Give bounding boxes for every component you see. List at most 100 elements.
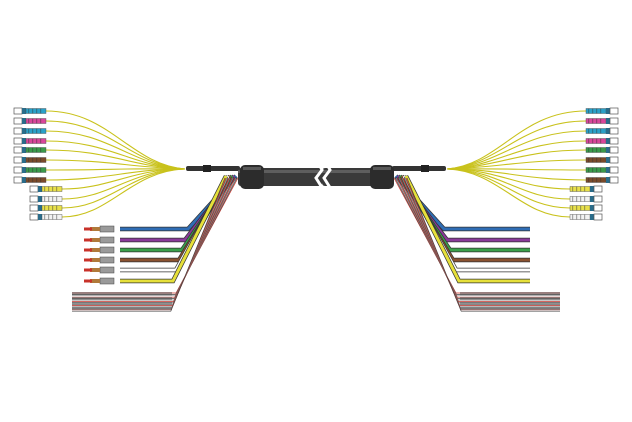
connector-latch xyxy=(593,213,603,221)
boot-rib xyxy=(588,128,590,134)
boot-rib xyxy=(576,196,578,202)
boot-rib xyxy=(576,214,578,220)
left-fiber-furcation xyxy=(203,165,211,172)
terminal-body xyxy=(99,256,115,264)
yellow-lead xyxy=(120,175,228,283)
boot-rib xyxy=(600,177,602,183)
connector-boot xyxy=(41,186,63,192)
boot-rib xyxy=(592,157,594,163)
length-break-mark xyxy=(322,161,332,193)
boot-rib xyxy=(600,167,602,173)
connector-latch xyxy=(13,117,23,125)
left-breakout-boot xyxy=(240,165,264,189)
thin-wire xyxy=(72,177,229,308)
terminal-body xyxy=(99,225,115,233)
left-fiber-subjacket xyxy=(186,166,240,171)
connector-latch xyxy=(593,204,603,212)
connector-body xyxy=(22,147,26,153)
connector-body xyxy=(22,118,26,124)
boot-rib xyxy=(592,177,594,183)
boot-rib xyxy=(596,157,598,163)
boot-rib xyxy=(40,108,42,114)
connector-latch xyxy=(13,137,23,145)
boot-rib xyxy=(600,138,602,144)
boot-highlight xyxy=(243,167,261,170)
boot-rib xyxy=(572,186,574,192)
thin-wire xyxy=(394,177,560,295)
boot-rib xyxy=(592,167,594,173)
thin-wire xyxy=(395,177,560,297)
wire-sheath xyxy=(460,307,560,311)
wire-sheath xyxy=(460,302,560,306)
boot-rib xyxy=(40,138,42,144)
boot-rib xyxy=(588,177,590,183)
boot-rib xyxy=(572,196,574,202)
connector-body xyxy=(590,196,594,202)
boot-rib xyxy=(36,108,38,114)
boot-rib xyxy=(44,186,46,192)
fiber-strand xyxy=(45,110,186,170)
boot-highlight xyxy=(373,167,391,170)
terminal-tip xyxy=(84,258,92,262)
boot-rib xyxy=(36,147,38,153)
connector-body xyxy=(38,186,42,192)
wire-sheath xyxy=(72,292,172,296)
boot-rib xyxy=(32,108,34,114)
thin-wire xyxy=(72,177,239,294)
connector-latch xyxy=(29,213,39,221)
connector-latch xyxy=(609,146,619,154)
boot-rib xyxy=(580,196,582,202)
connector-body xyxy=(38,205,42,211)
boot-rib xyxy=(44,214,46,220)
connector-body xyxy=(38,214,42,220)
boot-rib xyxy=(40,167,42,173)
connector-body xyxy=(590,214,594,220)
terminal-tip xyxy=(84,227,92,231)
boot-rib xyxy=(580,186,582,192)
wire-sheath xyxy=(460,297,560,301)
left-copper-leads xyxy=(84,174,238,285)
connector-body xyxy=(22,108,26,114)
terminal-pin xyxy=(90,248,100,252)
boot-rib xyxy=(596,167,598,173)
left-thin-wire-bundle xyxy=(72,177,239,312)
right-thin-wire-bundle xyxy=(393,177,560,312)
boot-rib xyxy=(32,118,34,124)
boot-rib xyxy=(596,177,598,183)
connector-boot xyxy=(25,167,47,173)
boot-rib xyxy=(28,147,30,153)
boot-rib xyxy=(584,196,586,202)
boot-rib xyxy=(588,147,590,153)
boot-rib xyxy=(588,138,590,144)
boot-rib xyxy=(48,205,50,211)
boot-rib xyxy=(36,118,38,124)
fiber-strand xyxy=(446,120,587,170)
yellow-lead xyxy=(404,175,530,283)
boot-rib xyxy=(28,167,30,173)
thin-wire xyxy=(72,177,228,309)
boot-rib xyxy=(592,138,594,144)
boot-rib xyxy=(576,205,578,211)
connector-body xyxy=(22,157,26,163)
boot-rib xyxy=(32,138,34,144)
boot-rib xyxy=(28,118,30,124)
boot-rib xyxy=(600,157,602,163)
left-fiber-connectors xyxy=(13,107,63,221)
boot-rib xyxy=(580,205,582,211)
boot-rib xyxy=(52,214,54,220)
boot-rib xyxy=(592,108,594,114)
boot-rib xyxy=(576,186,578,192)
boot-rib xyxy=(584,205,586,211)
boot-rib xyxy=(48,214,50,220)
right-breakout-boot xyxy=(370,165,394,189)
boot-rib xyxy=(596,138,598,144)
connector-latch xyxy=(593,195,603,203)
connector-body xyxy=(606,128,610,134)
fiber-strand xyxy=(446,130,587,170)
connector-boot xyxy=(25,128,47,134)
right-fiber-furcation xyxy=(421,165,429,172)
thin-wire xyxy=(404,177,560,309)
thin-wire xyxy=(406,177,560,312)
boot-rib xyxy=(592,118,594,124)
